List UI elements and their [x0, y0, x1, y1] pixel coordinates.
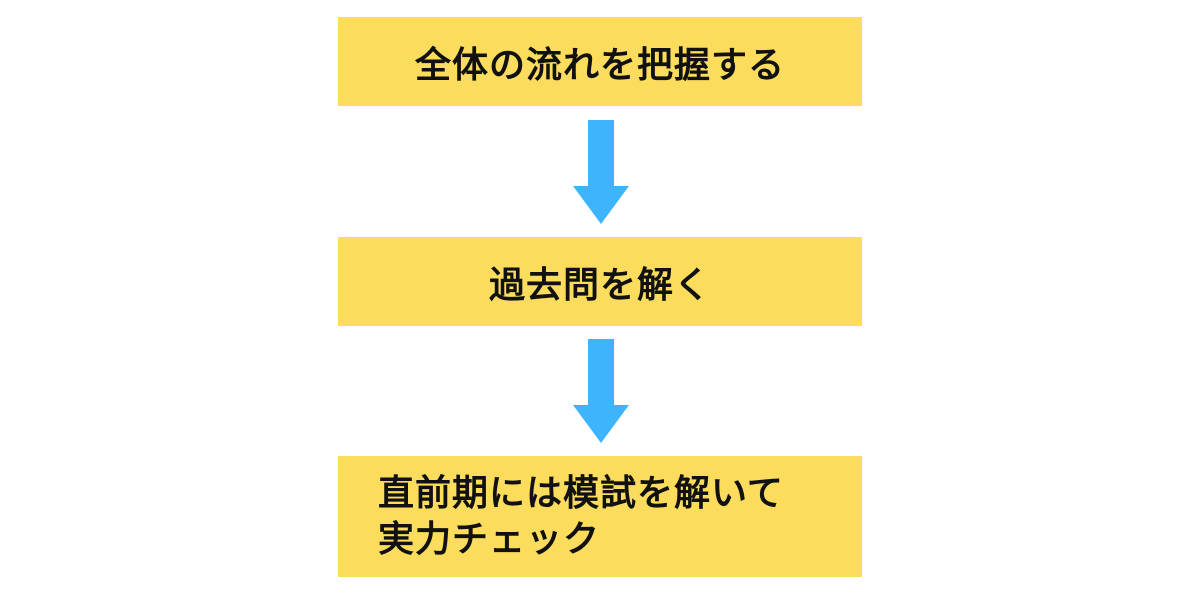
- step-label-3-line-1: 直前期には模試を解いて: [378, 472, 784, 514]
- down-arrow-icon: [573, 339, 629, 443]
- step-box-3: 直前期には模試を解いて 実力チェック: [338, 456, 862, 577]
- step-label-3-line-2: 実力チェック: [378, 518, 601, 560]
- step-label-2: 過去問を解く: [488, 264, 711, 306]
- down-arrow-icon: [573, 120, 629, 224]
- step-box-2: 過去問を解く: [338, 237, 862, 326]
- step-box-1: 全体の流れを把握する: [338, 17, 862, 106]
- step-label-1: 全体の流れを把握する: [414, 44, 785, 86]
- step-label-3: 直前期には模試を解いて 実力チェック: [378, 471, 784, 563]
